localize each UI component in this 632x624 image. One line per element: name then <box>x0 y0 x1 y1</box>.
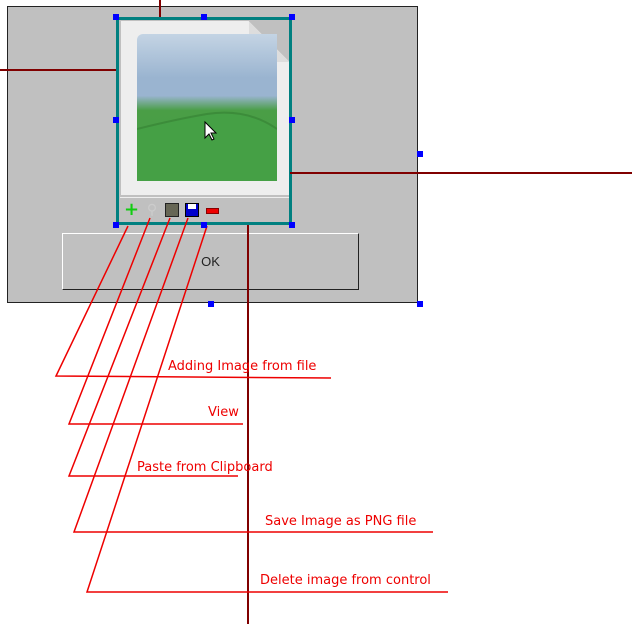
resize-handle[interactable] <box>289 222 295 228</box>
callout-line <box>67 217 243 425</box>
callout-line <box>67 217 238 477</box>
resize-handle[interactable] <box>289 14 295 20</box>
add-icon[interactable]: + <box>124 199 140 220</box>
paste-icon[interactable] <box>165 203 179 217</box>
resize-handle[interactable] <box>113 117 119 123</box>
view-icon[interactable]: ⚲ <box>146 202 158 218</box>
image-toolbar <box>120 197 289 223</box>
save-icon[interactable] <box>185 203 199 217</box>
annotation-save: Save Image as PNG file <box>265 514 417 529</box>
annotation-view: View <box>208 405 239 420</box>
resize-handle[interactable] <box>113 222 119 228</box>
form-resize-handle[interactable] <box>417 151 423 157</box>
resize-handle[interactable] <box>201 222 207 228</box>
annotation-delete: Delete image from control <box>260 573 431 588</box>
form-resize-handle[interactable] <box>208 301 214 307</box>
resize-handle[interactable] <box>289 117 295 123</box>
annotation-add: Adding Image from file <box>168 359 317 374</box>
callout-line <box>72 217 433 533</box>
delete-icon[interactable] <box>206 208 219 214</box>
callout-line <box>54 225 332 379</box>
landscape-picture <box>137 34 277 181</box>
resize-handle[interactable] <box>113 14 119 20</box>
resize-handle[interactable] <box>201 14 207 20</box>
callout-line <box>85 225 448 593</box>
annotation-paste: Paste from Clipboard <box>137 460 273 475</box>
form-resize-handle[interactable] <box>417 301 423 307</box>
